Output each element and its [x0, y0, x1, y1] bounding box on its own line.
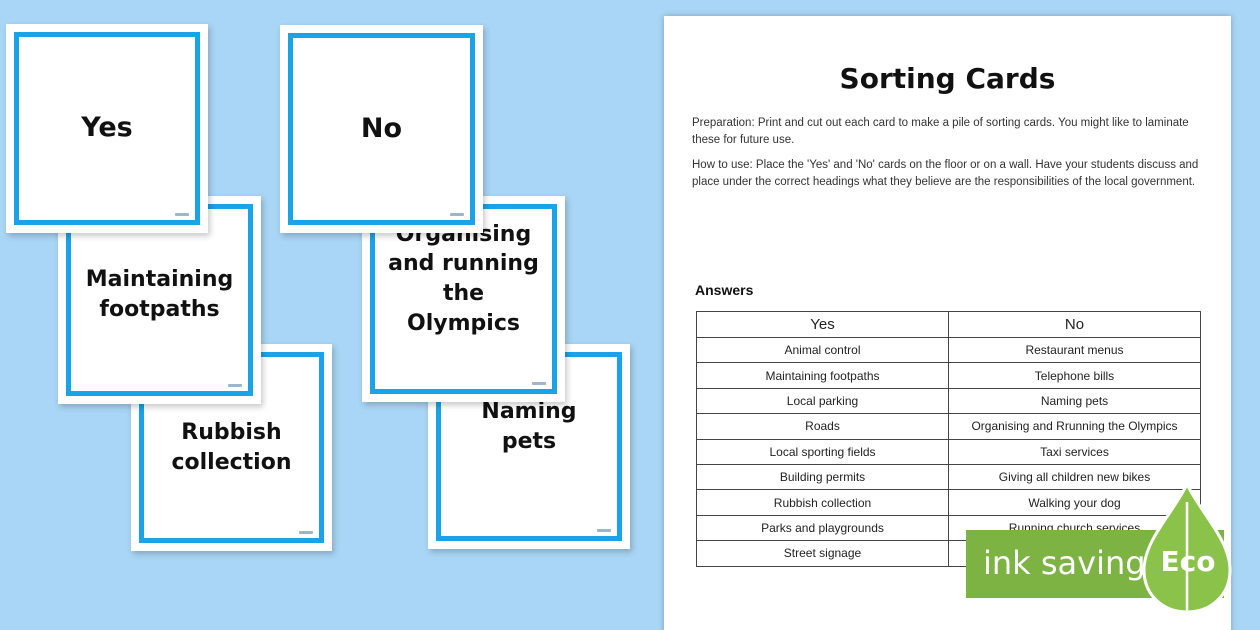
card-border: Yes: [14, 32, 200, 225]
table-row: Local sporting fields Taxi services: [696, 438, 1201, 465]
card-label: Rubbish collection: [171, 419, 292, 475]
table-cell: Telephone bills: [948, 362, 1201, 389]
table-row: Rubbish collection Walking your dog: [696, 489, 1201, 516]
card-logo-mark: [597, 529, 611, 532]
table-header-row: Yes No: [696, 311, 1201, 338]
card-logo-mark: [228, 384, 242, 387]
ink-saving-label: ink saving: [983, 544, 1146, 582]
preparation-text: Preparation: Print and cut out each card…: [692, 117, 1189, 146]
table-cell: Maintaining footpaths: [696, 362, 949, 389]
table-cell: Parks and playgrounds: [696, 514, 949, 542]
card-border: No: [288, 33, 475, 225]
answers-table: Yes No Animal control Restaurant menus M…: [696, 311, 1201, 567]
how-to-use-text: How to use: Place the 'Yes' and 'No' car…: [692, 159, 1199, 188]
table-cell: Animal control: [696, 336, 949, 364]
table-cell: Restaurant menus: [948, 336, 1201, 364]
card-label: No: [360, 112, 403, 144]
card-logo-mark: [175, 213, 189, 216]
table-row: Local parking Naming pets: [696, 387, 1201, 415]
table-row: Animal control Restaurant menus: [696, 336, 1201, 364]
header-yes: Yes: [696, 311, 949, 338]
card-logo-mark: [450, 213, 464, 216]
table-cell: Roads: [696, 413, 949, 440]
table-row: Maintaining footpaths Telephone bills: [696, 362, 1201, 389]
answers-heading: Answers: [695, 282, 754, 298]
card-label: Yes: [81, 112, 133, 144]
table-cell: Local sporting fields: [696, 438, 949, 465]
card-label: Naming pets: [481, 398, 577, 454]
card-label: Organising and running the Olympics: [388, 221, 539, 336]
table-cell: Organising and Rrunning the Olympics: [948, 413, 1201, 440]
card-no[interactable]: No: [280, 25, 483, 233]
table-cell: Building permits: [696, 463, 949, 491]
card-logo-mark: [532, 382, 546, 385]
card-yes[interactable]: Yes: [6, 24, 208, 233]
leaf-drop-icon: [1142, 482, 1232, 620]
card-label: Maintaining footpaths: [85, 267, 234, 322]
table-cell: Naming pets: [948, 387, 1201, 415]
table-row: Roads Organising and Rrunning the Olympi…: [696, 413, 1201, 440]
card-logo-mark: [299, 531, 313, 534]
table-cell: Taxi services: [948, 438, 1201, 465]
table-row: Building permits Giving all children new…: [696, 463, 1201, 491]
document-title: Sorting Cards: [839, 62, 1056, 95]
eco-label: Eco: [1160, 545, 1216, 578]
table-cell: Local parking: [696, 387, 949, 415]
header-no: No: [948, 311, 1201, 338]
table-cell: Street signage: [696, 540, 949, 567]
table-cell: Rubbish collection: [696, 489, 949, 516]
